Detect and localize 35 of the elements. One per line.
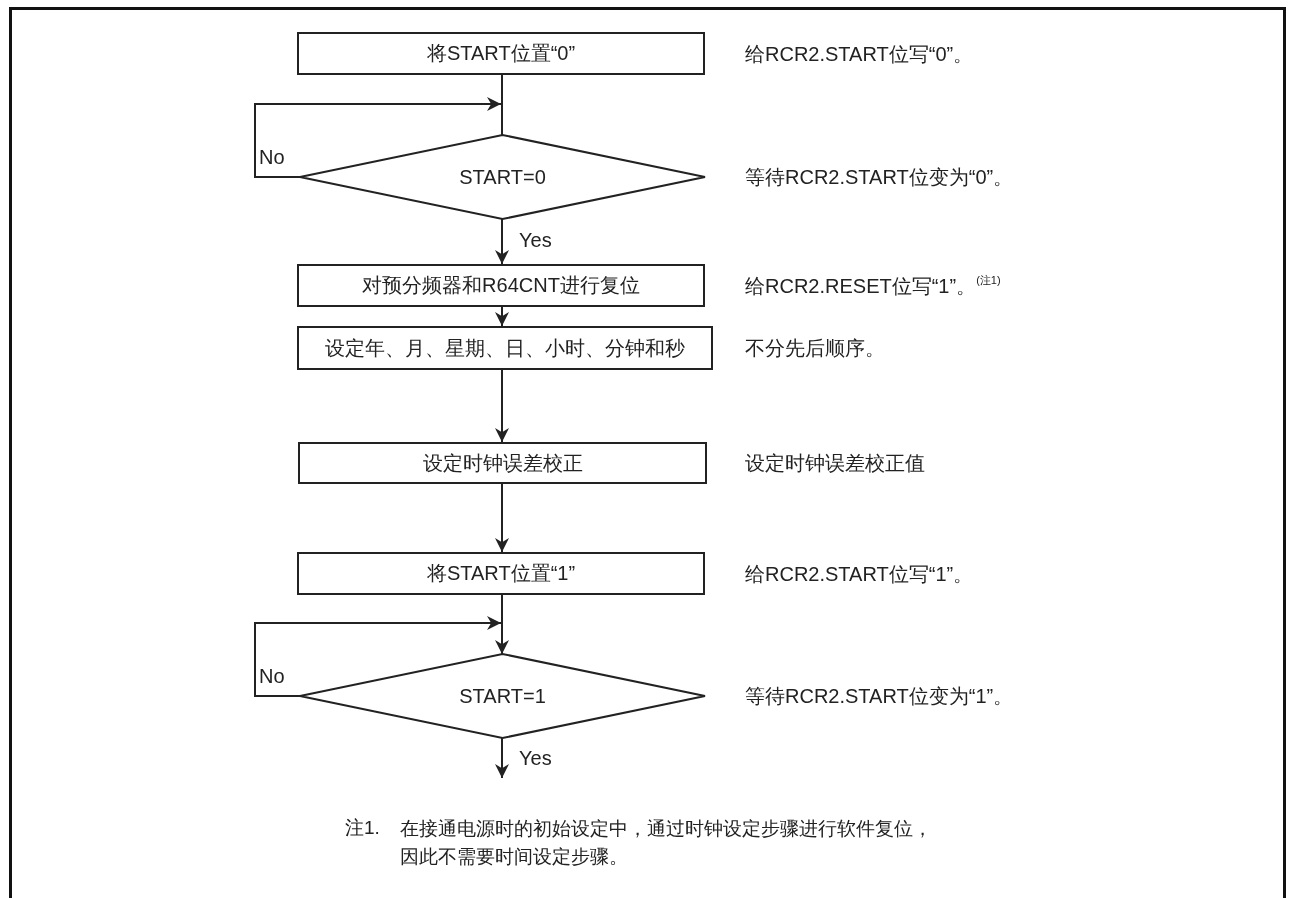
edge-label: Yes — [518, 748, 553, 768]
edge-label: Yes — [518, 230, 553, 250]
decision-diamond — [300, 654, 705, 738]
node-text: START=0 — [459, 165, 546, 189]
process-box — [298, 442, 707, 484]
step-description: 等待RCR2.START位变为“0”。 — [745, 164, 1014, 190]
process-box — [297, 552, 705, 595]
step-description: 给RCR2.RESET位写“1”。$^{(注1)}$ — [745, 272, 1001, 298]
node-text: 对预分频器和R64CNT进行复位 — [362, 273, 640, 298]
process-box — [297, 264, 705, 307]
arrow — [495, 737, 509, 779]
note-text: 在接通电源时的初始设定中，通过时钟设定步骤进行软件复位，因此不需要时间设定步骤。 — [400, 817, 933, 869]
arrow — [495, 483, 509, 553]
arrow — [254, 97, 502, 178]
step-description: 给RCR2.START位写“0”。 — [745, 41, 974, 66]
note-number: 注1. — [345, 816, 380, 840]
step-description: 不分先后顺序。 — [745, 335, 885, 361]
process-box — [297, 32, 705, 75]
node-text: 设定年、月、星期、日、小时、分钟和秒 — [325, 335, 685, 361]
step-description: 等待RCR2.START位变为“1”。 — [745, 683, 1014, 709]
arrow — [495, 594, 509, 655]
process-box — [297, 326, 713, 370]
arrow — [495, 306, 509, 327]
step-description: 给RCR2.START位写“1”。 — [745, 561, 974, 586]
arrow — [254, 616, 502, 697]
arrow — [495, 369, 509, 443]
decision-diamond — [300, 135, 705, 219]
node-text: START=1 — [459, 684, 546, 708]
step-description: 设定时钟误差校正值 — [745, 450, 925, 476]
arrow — [495, 218, 509, 265]
node-text: 将START位置“1” — [426, 561, 576, 586]
node-text: 将START位置“0” — [426, 41, 576, 66]
edge-label: No — [258, 147, 286, 167]
node-text: 设定时钟误差校正 — [422, 450, 583, 476]
edge-label: No — [258, 666, 286, 686]
